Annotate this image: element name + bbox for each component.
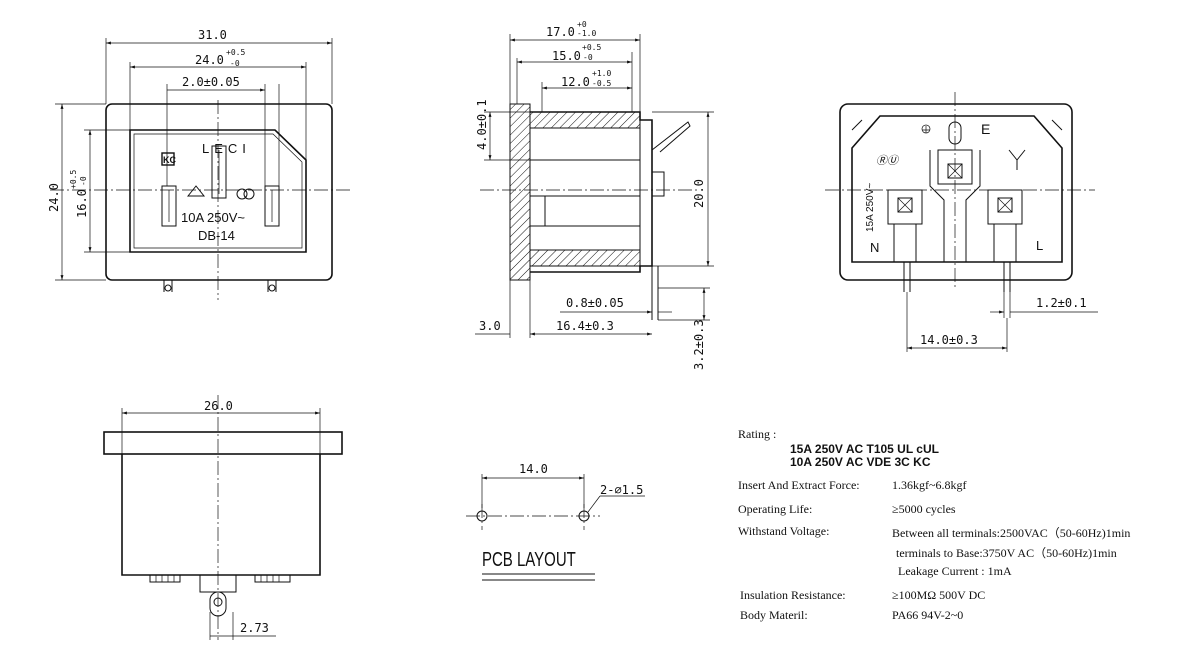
side-dim-2: 15.0: [552, 49, 581, 63]
side-dim-4: 4.0±0.1: [475, 99, 489, 150]
back-earth-label: E: [981, 121, 990, 137]
body-value: PA66 94V-2~0: [892, 608, 964, 622]
side-dim-1-tol-lower: -1.0: [577, 29, 596, 38]
front-dim-inner-height: 16.0: [75, 189, 89, 218]
withstand-label: Withstand Voltage:: [738, 524, 830, 538]
pcb-title: PCB LAYOUT: [482, 548, 576, 571]
side-dim-pin: 3.2±0.3: [692, 319, 706, 370]
withstand-value-3: Leakage Current : 1mA: [898, 564, 1012, 578]
insulation-value: ≥100MΩ 500V DC: [892, 588, 986, 602]
side-dim-2-tol-upper: +0.5: [582, 43, 601, 52]
side-dim-length: 16.4±0.3: [556, 319, 614, 333]
front-dim-inner-height-tol-upper: +0.5: [69, 170, 78, 189]
insulation-label: Insulation Resistance:: [740, 588, 846, 602]
withstand-value-2: terminals to Base:3750V AC（50-60Hz)1min: [896, 546, 1117, 560]
svg-text:KC: KC: [163, 155, 176, 165]
bottom-dim-width: 26.0: [204, 399, 233, 413]
pcb-layout: 14.0 2-∅1.5 PCB LAYOUT: [466, 462, 645, 581]
front-rating: 10A 250V~: [181, 210, 245, 225]
rating-row-1: 15A 250V AC T105 UL cUL: [790, 442, 939, 456]
front-dim-inner: 24.0: [195, 53, 224, 67]
side-view: 17.0 +0 -1.0 15.0 +0.5 -0 12.0 +1.0 -0.5…: [475, 20, 714, 370]
side-dim-1: 17.0: [546, 25, 575, 39]
side-dim-3: 12.0: [561, 75, 590, 89]
front-dim-inner-tol-lower: -0: [230, 59, 240, 68]
side-dim-1-tol-upper: +0: [577, 20, 587, 29]
rating-label: Rating :: [738, 427, 777, 441]
back-view: ⓇⓊ E N L 15A 250V~ 1.2±0.1 14.0±0.3: [825, 92, 1098, 352]
side-dim-left: 3.0: [479, 319, 501, 333]
back-rating: 15A 250V~: [865, 183, 876, 232]
front-view: KC LECI 10A 250V~ DB-14 31.0 24.0 +0.5 -…: [47, 28, 350, 300]
side-dim-2-tol-lower: -0: [583, 53, 593, 62]
insert-value: 1.36kgf~6.8kgf: [892, 478, 967, 492]
front-dim-height: 24.0: [47, 183, 61, 212]
back-live-label: L: [1036, 238, 1043, 253]
side-dim-3-tol-upper: +1.0: [592, 69, 611, 78]
front-dim-inner-height-tol-lower: -0: [79, 176, 88, 186]
bottom-dim-offset: 2.73: [240, 621, 269, 635]
front-brand: LECI: [202, 141, 251, 156]
side-dim-height: 20.0: [692, 179, 706, 208]
rating-row-2: 10A 250V AC VDE 3C KC: [790, 455, 931, 469]
front-model: DB-14: [198, 228, 235, 243]
life-label: Operating Life:: [738, 502, 813, 516]
life-value: ≥5000 cycles: [892, 502, 956, 516]
pcb-dim-holes: 2-∅1.5: [600, 483, 643, 497]
pcb-dim-spacing: 14.0: [519, 462, 548, 476]
back-neutral-label: N: [870, 240, 879, 255]
withstand-value-1: Between all terminals:2500VAC（50-60Hz)1m…: [892, 526, 1131, 540]
body-label: Body Materil:: [740, 608, 808, 622]
front-dim-pin: 2.0±0.05: [182, 75, 240, 89]
insert-label: Insert And Extract Force:: [738, 478, 860, 492]
side-dim-3-tol-lower: -0.5: [592, 79, 611, 88]
front-dim-width: 31.0: [198, 28, 227, 42]
back-dim-pin-spacing: 14.0±0.3: [920, 333, 978, 347]
side-dim-thickness: 0.8±0.05: [566, 296, 624, 310]
svg-text:ⓇⓊ: ⓇⓊ: [876, 154, 900, 167]
specifications-panel: Rating : 15A 250V AC T105 UL cUL 10A 250…: [736, 424, 1196, 624]
bottom-view: 26.0 2.73: [103, 395, 343, 640]
back-dim-pin-width: 1.2±0.1: [1036, 296, 1087, 310]
front-dim-inner-tol-upper: +0.5: [226, 48, 245, 57]
